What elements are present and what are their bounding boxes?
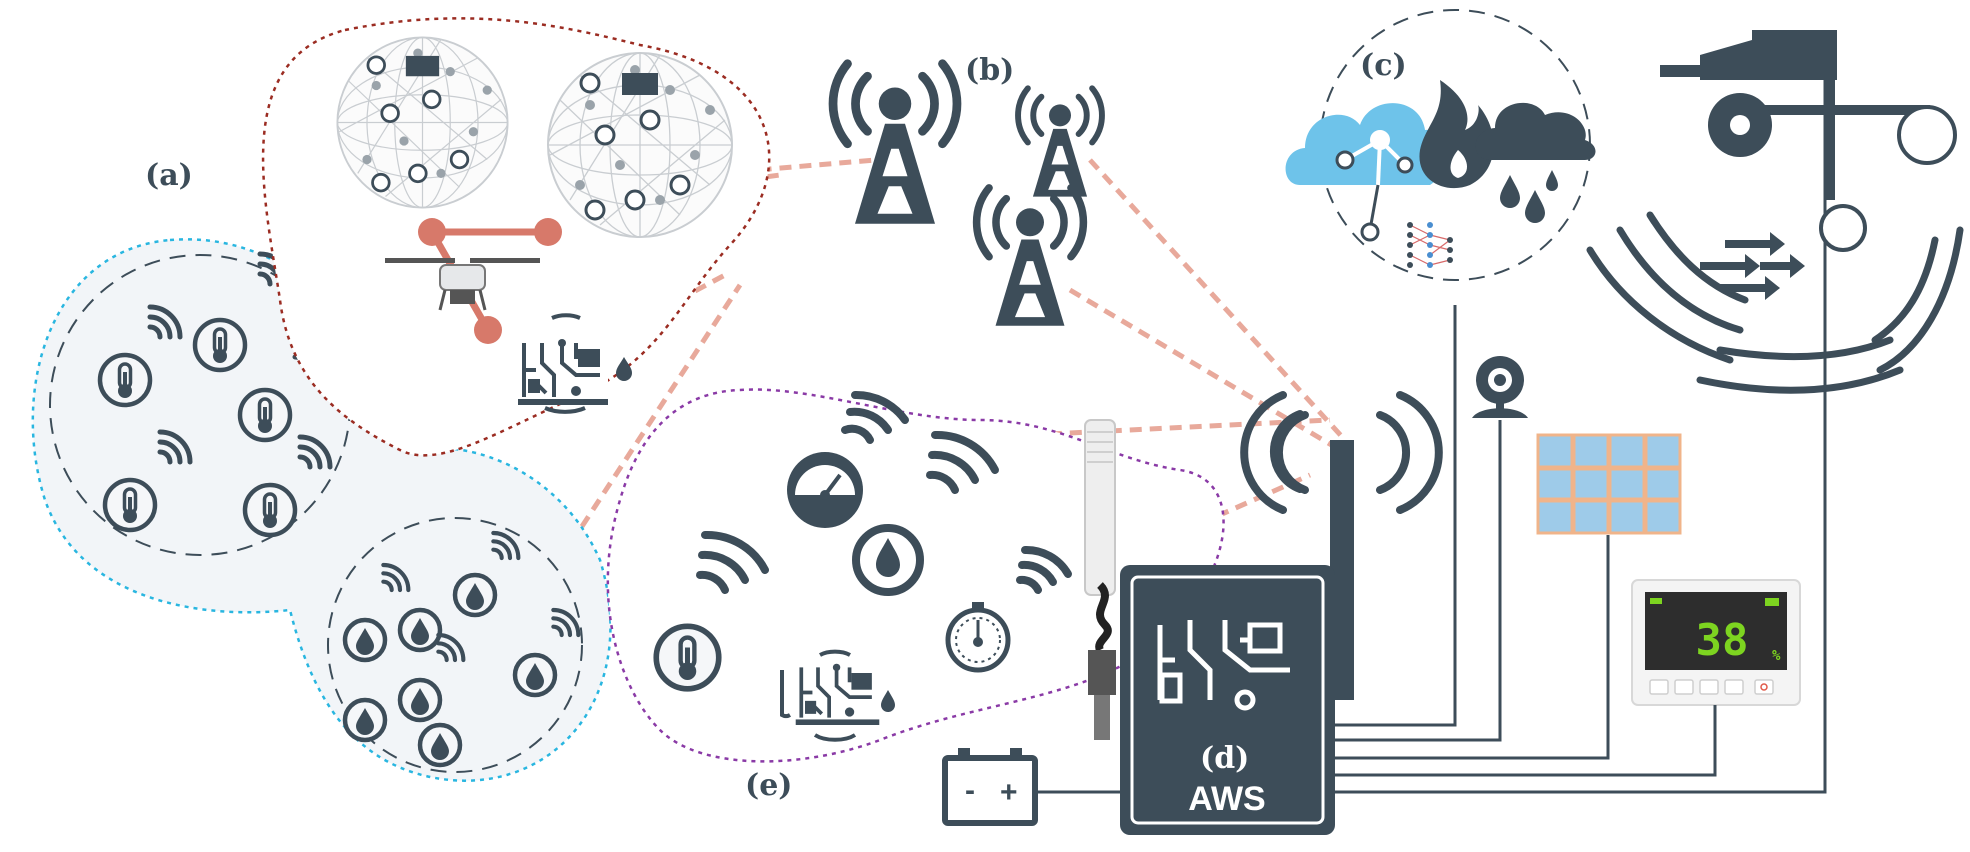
webcam-icon (1472, 356, 1528, 418)
droplet-icon (616, 357, 632, 381)
droplet-icon (515, 655, 555, 695)
circuit-board-icon (516, 333, 610, 407)
antenna-icon (1240, 391, 1443, 700)
label-e: (e) (745, 768, 792, 803)
stopwatch-icon (945, 602, 1011, 673)
zone-b-towers: (b) (833, 53, 1102, 326)
label-b: (b) (965, 53, 1014, 88)
neural-network-icon (1407, 222, 1453, 268)
wind-vane-icon (1660, 30, 1837, 80)
fire-icon (1419, 80, 1494, 189)
radio-tower-icon (977, 188, 1084, 326)
zone-drone-mesh (261, 17, 771, 457)
mesh-sphere-icon (546, 51, 734, 239)
anemometer-icon (1708, 80, 1957, 252)
humidity-display-icon: 38 % (1631, 579, 1801, 706)
droplet-icon (400, 610, 440, 650)
wires (1035, 305, 1827, 794)
battery-minus: - (965, 774, 975, 807)
label-a: (a) (145, 158, 193, 193)
aws-label: AWS (1188, 780, 1265, 818)
droplet-icon (852, 524, 924, 596)
zone-e-field-sensors: (e) (606, 388, 1225, 803)
thermometer-icon (656, 626, 719, 689)
droplet-icon (345, 620, 385, 660)
zone-c-cloud-services: (c) (1285, 9, 1596, 281)
drone-icon (385, 258, 540, 311)
thermometer-icon (195, 320, 245, 370)
label-c: (c) (1360, 48, 1407, 83)
weather-mast (1586, 30, 1964, 760)
wind-arrows-icon (1700, 232, 1805, 300)
solar-panel-icon (1536, 433, 1682, 535)
label-d: (d) (1200, 741, 1249, 776)
droplet-icon (400, 680, 440, 720)
circuit-board-icon (1157, 620, 1290, 711)
mesh-sphere-icon (336, 36, 509, 209)
rain-cloud-icon (1475, 102, 1596, 223)
circuit-board-icon (793, 658, 882, 727)
thermometer-icon (105, 480, 155, 530)
thermometer-icon (240, 390, 290, 440)
battery-plus: + (1000, 776, 1018, 809)
gauge-icon (787, 452, 863, 528)
thermometer-icon (245, 485, 295, 535)
droplet-icon (455, 575, 495, 615)
droplet-icon (420, 725, 460, 765)
display-unit: % (1772, 648, 1781, 664)
soil-probe-icon (1084, 419, 1116, 740)
radio-tower-icon (1018, 88, 1102, 196)
droplet-icon (345, 700, 385, 740)
display-value: 38 (1696, 615, 1749, 666)
radio-tower-icon (833, 64, 957, 224)
battery-icon: - + (942, 748, 1038, 826)
aws-station: (d) AWS (1120, 565, 1335, 835)
thermometer-icon (100, 355, 150, 405)
